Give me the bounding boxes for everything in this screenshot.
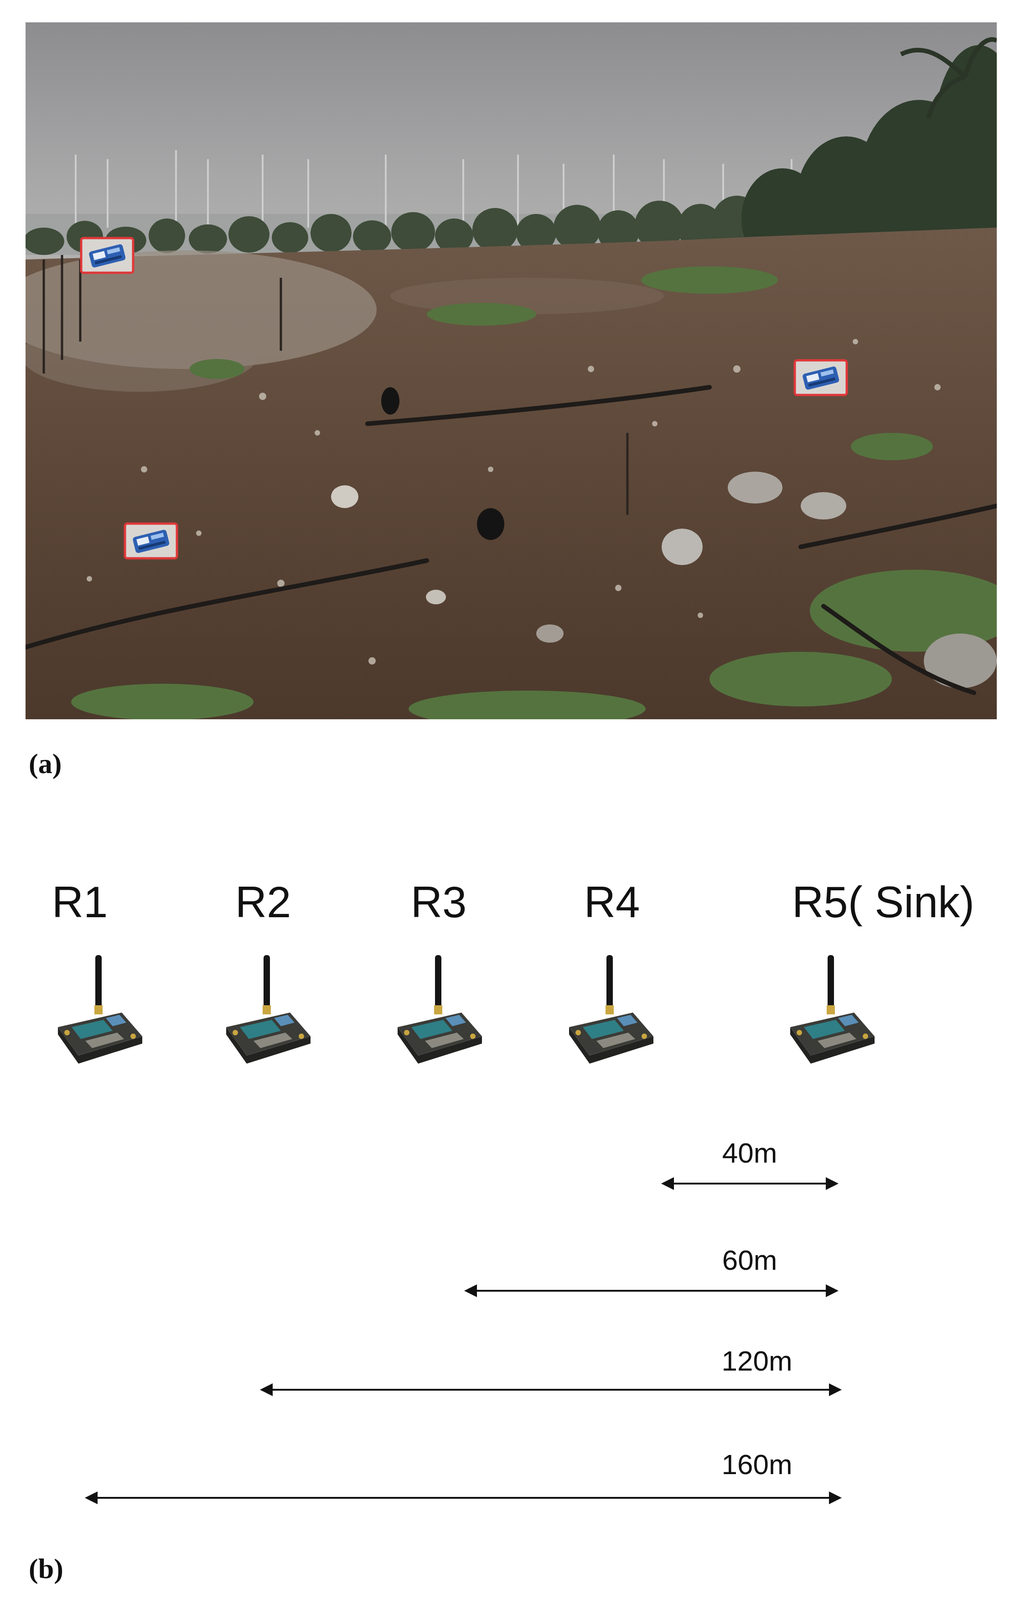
node-label: R2 [235, 877, 292, 927]
node-label: R1 [51, 877, 109, 927]
distance-label: 60m [722, 1244, 778, 1276]
distance-label: 40m [722, 1137, 778, 1169]
sensor-node: R1 [30, 877, 168, 1070]
sensor-node: R2 [198, 877, 336, 1070]
panel-label: (a) [28, 747, 62, 779]
sensor-node: R5( Sink) [762, 877, 900, 1070]
distance-label: 160m [721, 1448, 793, 1480]
distance-label: 120m [721, 1345, 793, 1377]
node-label: R3 [410, 877, 467, 927]
node-label: R4 [584, 877, 641, 927]
panel-label: (b) [28, 1552, 64, 1584]
node-label: R5( Sink) [792, 877, 975, 927]
sensor-node: R3 [370, 877, 508, 1070]
field-photo [25, 22, 997, 720]
sensor-node: R4 [541, 877, 679, 1070]
